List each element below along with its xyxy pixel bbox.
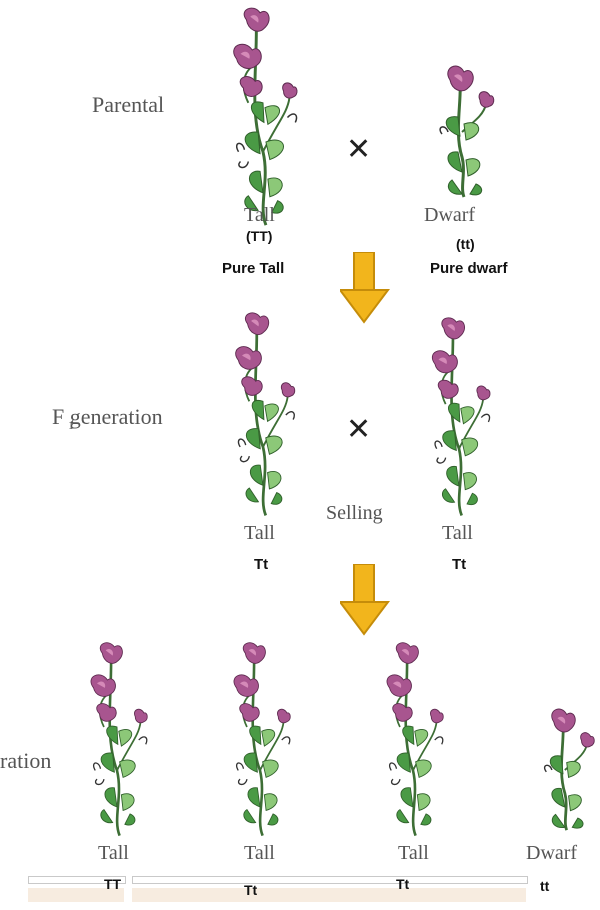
plant-f2-1 [89, 641, 149, 837]
down-arrow-icon [340, 252, 389, 323]
parent-tall-phenotype: Tall [244, 204, 275, 226]
f2-generation-label: ration [0, 748, 52, 773]
down-arrow-icon [340, 564, 389, 635]
plant-f2-4 [543, 707, 596, 832]
f2-4-genotype: tt [540, 878, 550, 894]
plant-f2-3 [385, 641, 445, 837]
f2-1-phenotype: Tall [98, 842, 129, 864]
parent-dwarf-description: Pure dwarf [430, 260, 508, 277]
f1-left-genotype: Tt [254, 556, 269, 573]
plant-f1-left [234, 311, 297, 517]
cross-icon: ✕ [346, 132, 372, 167]
bar-bg-right [132, 888, 526, 902]
parent-tall-genotype: (TT) [246, 228, 273, 244]
plant-parent-dwarf [438, 64, 496, 199]
plant-f1-right [430, 316, 492, 517]
f2-3-phenotype: Tall [398, 842, 429, 864]
f1-left-phenotype: Tall [244, 522, 275, 544]
cross-icon: ✕ [346, 412, 372, 447]
plant-parent-tall [232, 6, 299, 227]
f1-generation-label: F generation [52, 404, 163, 429]
bar-outline-right [132, 876, 528, 884]
parent-dwarf-genotype: (tt) [456, 236, 475, 252]
f1-subscript: 1 [68, 418, 74, 432]
bar-bg-left [28, 888, 124, 902]
f2-4-phenotype: Dwarf [526, 842, 578, 864]
f1-right-phenotype: Tall [442, 522, 473, 544]
f2-2-genotype: Tt [244, 882, 258, 898]
parental-label: Parental [92, 92, 165, 117]
parent-dwarf-phenotype: Dwarf [424, 204, 476, 226]
parent-tall-description: Pure Tall [222, 260, 285, 277]
f1-right-genotype: Tt [452, 556, 467, 573]
bar-outline-left [28, 876, 126, 884]
f2-2-phenotype: Tall [244, 842, 275, 864]
plant-f2-2 [232, 641, 292, 837]
f2-1-genotype: TT [104, 876, 122, 892]
selfing-label: Selling [326, 502, 383, 524]
f2-3-genotype: Tt [396, 876, 410, 892]
